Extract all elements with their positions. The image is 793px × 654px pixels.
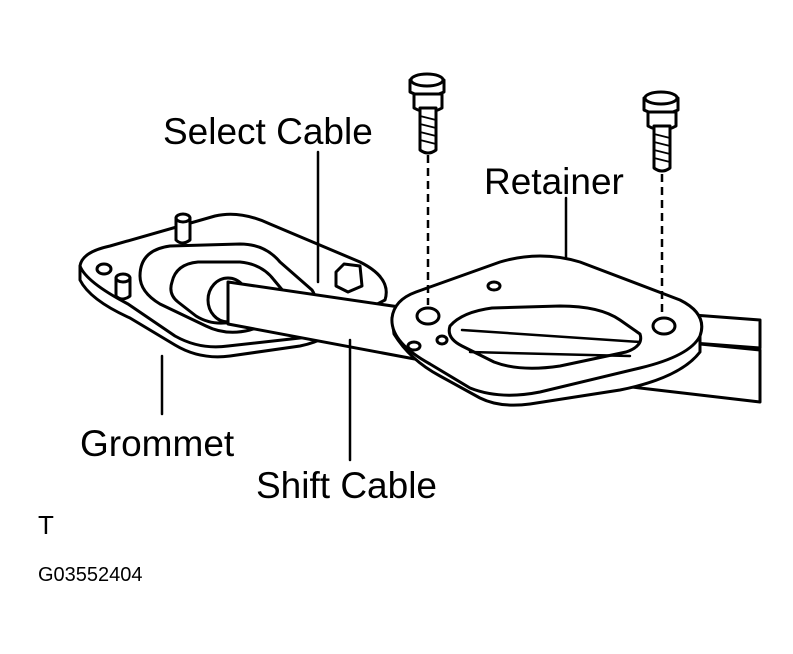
bolt-right xyxy=(642,90,680,173)
grommet-label: Grommet xyxy=(80,423,235,464)
retainer-part xyxy=(390,254,704,407)
figure-id: G03552404 xyxy=(38,564,143,586)
retainer-label: Retainer xyxy=(484,161,624,202)
code-letter: T xyxy=(38,510,54,540)
select-cable-label: Select Cable xyxy=(163,111,373,152)
bolt-left xyxy=(408,72,446,155)
shift-cable-label: Shift Cable xyxy=(256,465,437,506)
